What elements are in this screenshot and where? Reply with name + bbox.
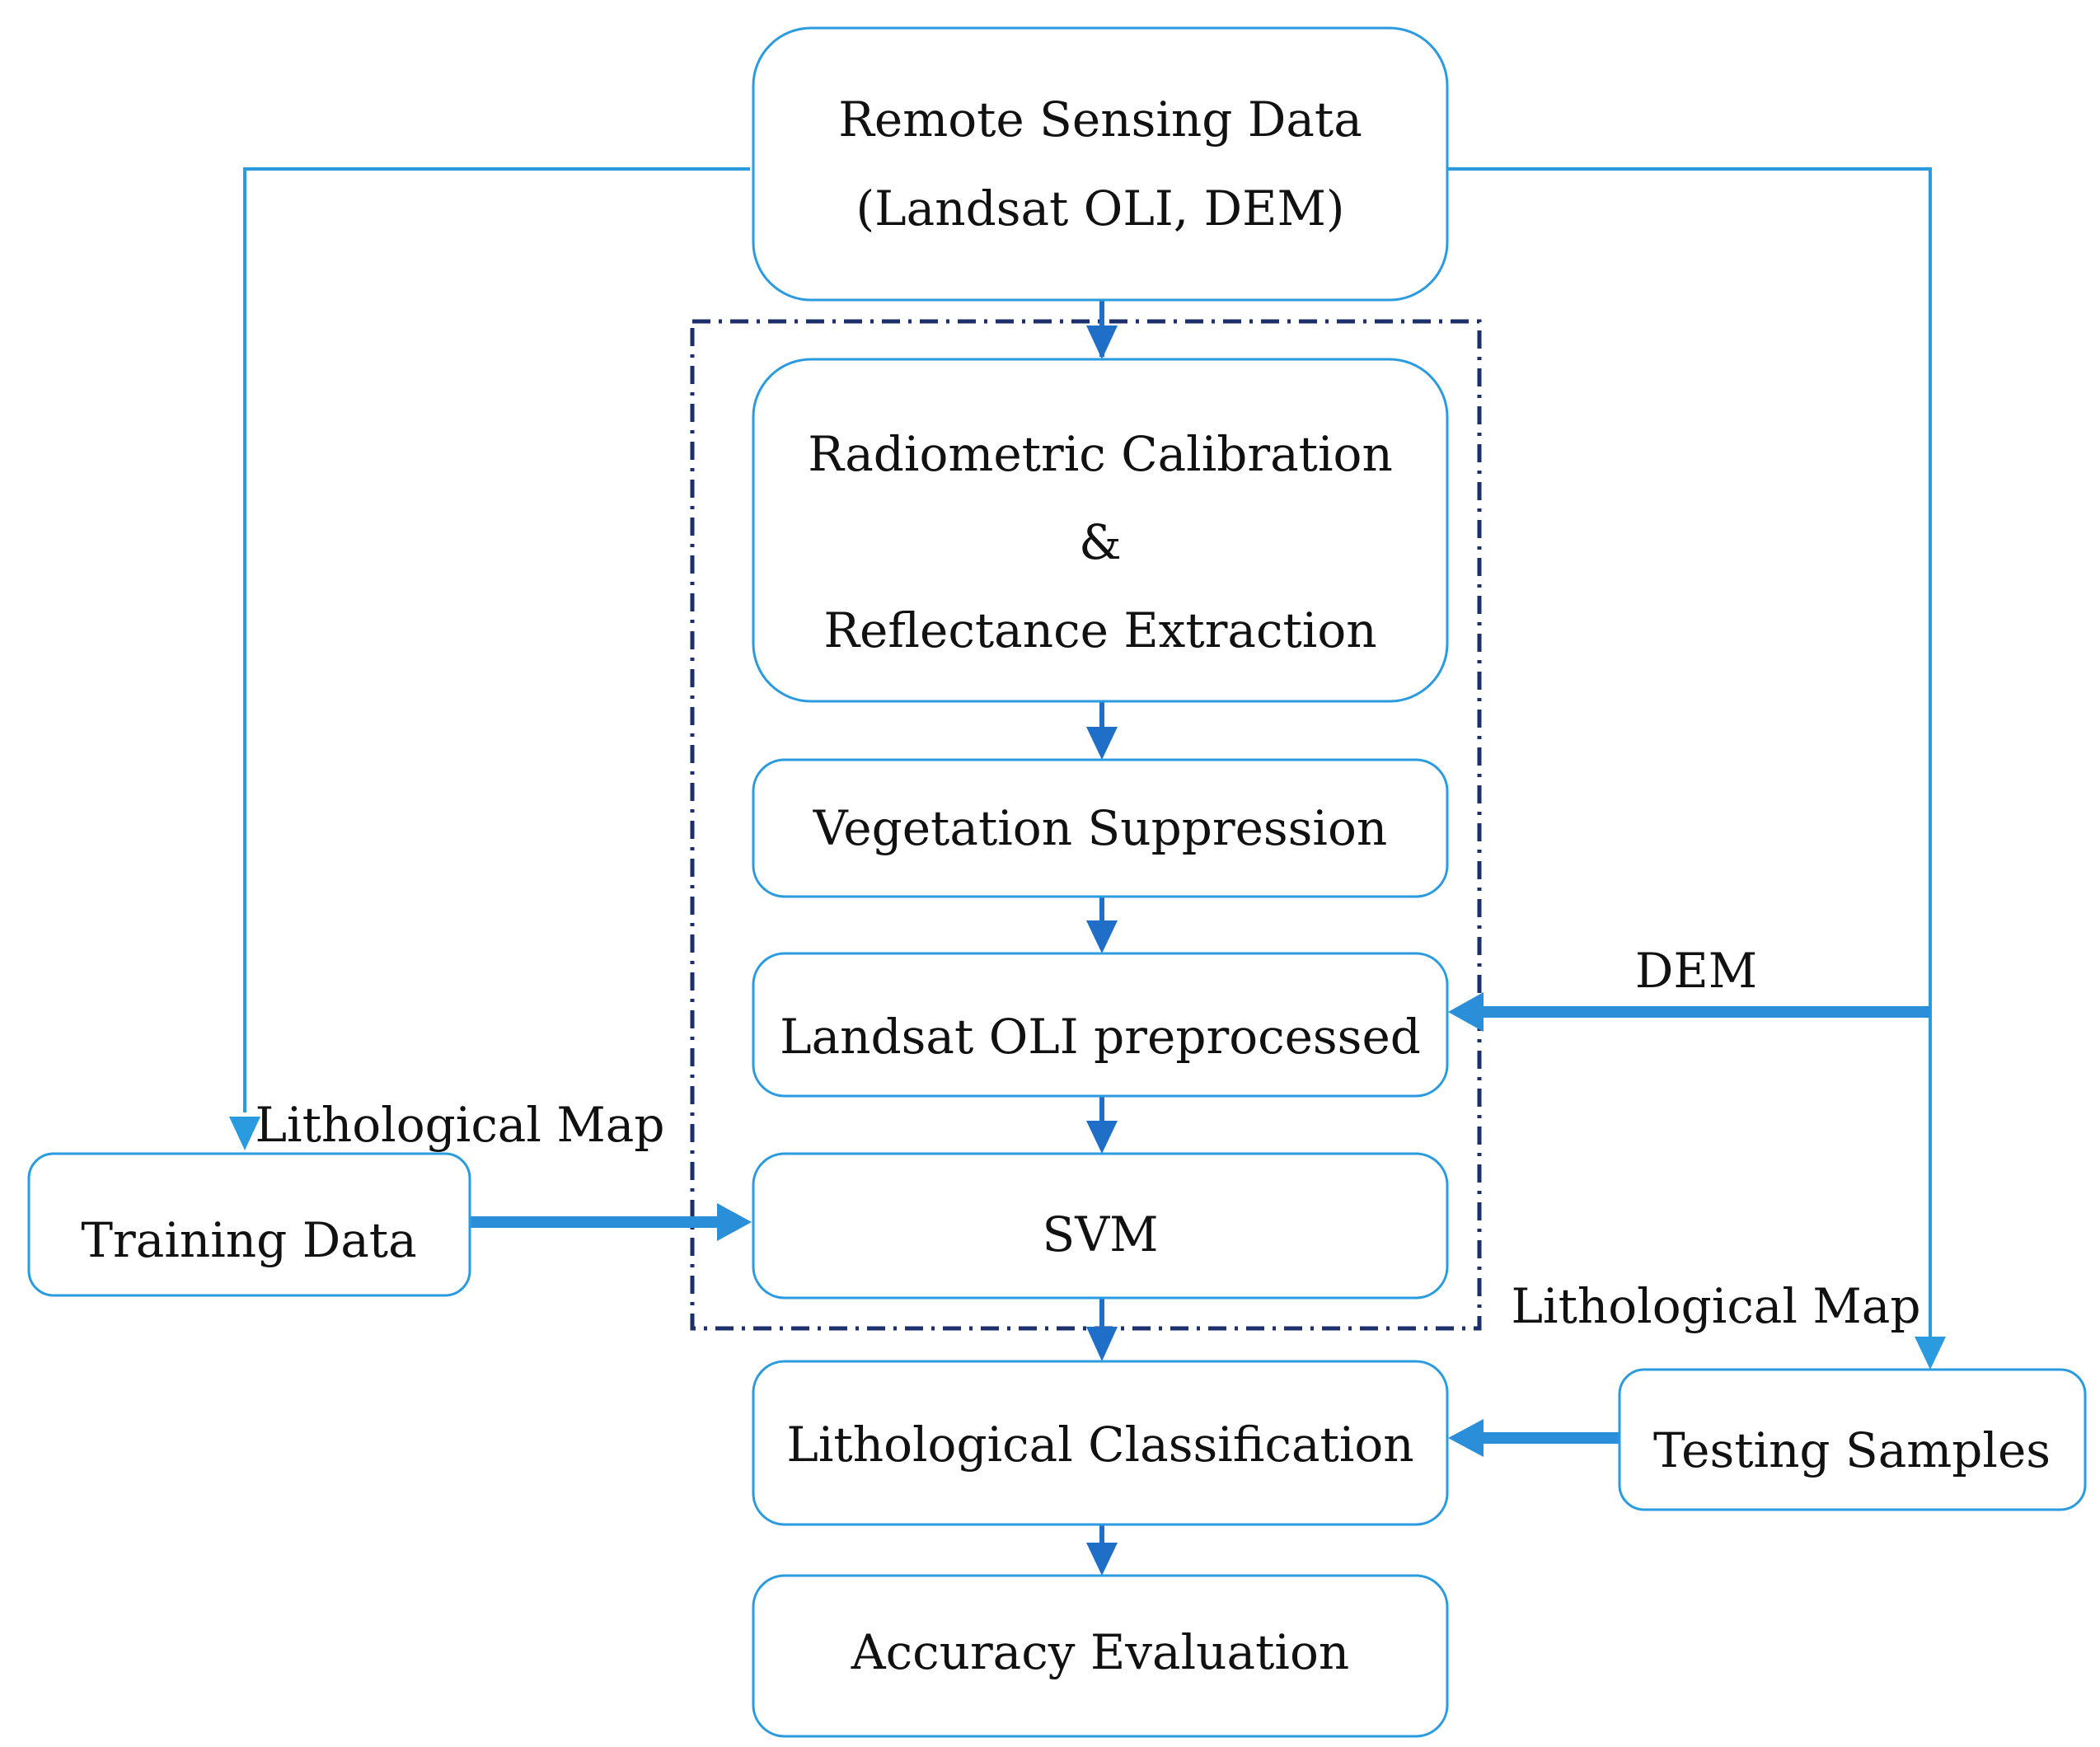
node-radiometric-line2: & (1079, 514, 1122, 570)
node-testing-samples: Testing Samples (1618, 1368, 2087, 1511)
node-radiometric-calibration: Radiometric Calibration & Reflectance Ex… (752, 358, 1449, 703)
arrowhead-svm (717, 1203, 752, 1241)
node-radiometric-line1: Radiometric Calibration (808, 426, 1393, 482)
arrowhead-training (229, 1117, 260, 1150)
arrowhead-testing (1915, 1337, 1946, 1370)
flow-arrowhead-3 (1086, 920, 1118, 953)
flow-arrowhead-2 (1086, 727, 1118, 760)
flow-arrowhead-1 (1086, 326, 1118, 359)
node-classification-label: Lithological Classification (786, 1417, 1413, 1473)
node-landsat-oli-preprocessed: Landsat OLI preprocessed (752, 952, 1449, 1098)
arrowhead-classification (1448, 1419, 1484, 1457)
node-training-label: Training Data (81, 1212, 416, 1268)
node-svm: SVM (752, 1152, 1449, 1300)
edge-label-dem: DEM (1635, 943, 1757, 999)
node-remote-sensing-data: Remote Sensing Data (Landsat OLI, DEM) (752, 26, 1449, 302)
node-testing-label: Testing Samples (1653, 1422, 2051, 1478)
edge-label-lithological-map-left: Lithological Map (255, 1097, 665, 1153)
flow-arrowhead-5 (1086, 1327, 1118, 1361)
preprocessing-frame (690, 319, 1482, 1331)
flow-arrowhead-4 (1086, 1121, 1118, 1154)
node-preprocessed-label: Landsat OLI preprocessed (780, 1009, 1421, 1065)
connector-remote-to-testing (1444, 167, 1932, 1337)
node-accuracy-evaluation: Accuracy Evaluation (752, 1574, 1449, 1738)
node-training-data: Training Data (27, 1152, 471, 1297)
node-lithological-classification: Lithological Classification (752, 1360, 1449, 1526)
flow-arrowhead-6 (1086, 1543, 1118, 1576)
node-radiometric-line3: Reflectance Extraction (823, 602, 1376, 658)
arrowhead-dem (1448, 992, 1484, 1032)
connector-remote-to-training (243, 167, 750, 1112)
node-remote-sensing-line2: (Landsat OLI, DEM) (856, 180, 1345, 237)
node-svm-label: SVM (1042, 1206, 1158, 1262)
node-vegetation-label: Vegetation Suppression (813, 800, 1388, 856)
edge-label-lithological-map-right: Lithological Map (1512, 1278, 1921, 1334)
node-remote-sensing-line1: Remote Sensing Data (838, 91, 1362, 148)
node-accuracy-label: Accuracy Evaluation (851, 1624, 1350, 1680)
node-vegetation-suppression: Vegetation Suppression (752, 758, 1449, 898)
